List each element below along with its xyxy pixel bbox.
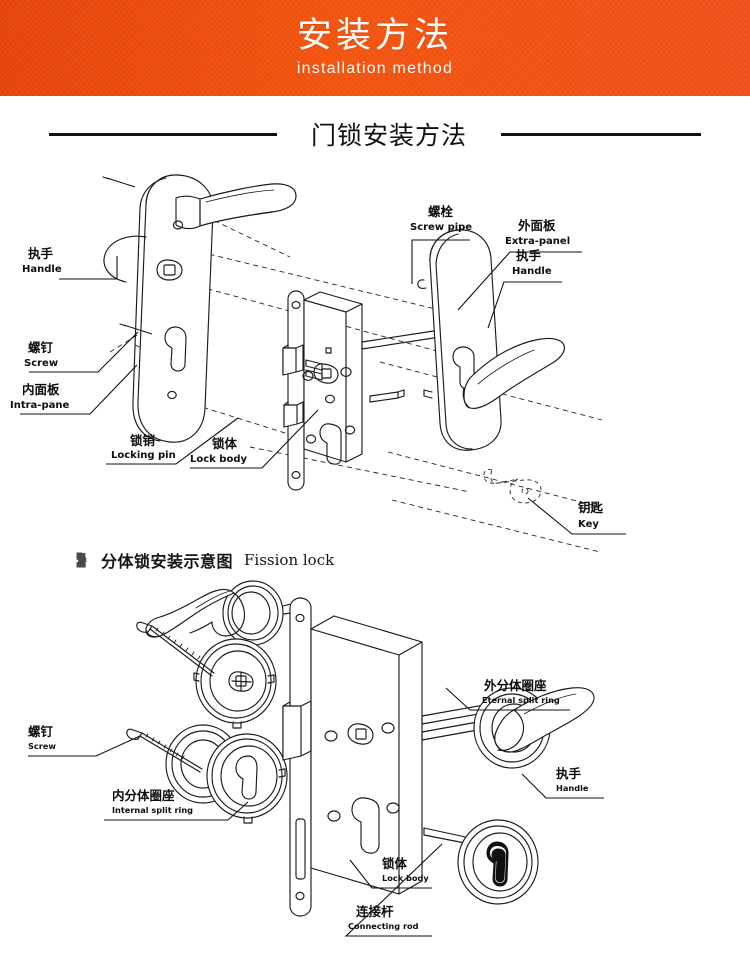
- label-screw-inner-cn: 螺钉: [28, 340, 54, 355]
- connecting-spindle-bars: [361, 329, 441, 403]
- lock-body-shape: [282, 290, 363, 491]
- screw-lower: [126, 728, 203, 773]
- label-internal-split-ring-cn: 内分体圈座: [112, 788, 175, 803]
- internal-split-ring-lower: [165, 724, 288, 824]
- label-handle-outer: 执手 Handle: [487, 248, 562, 329]
- label-lock-body-top-cn: 锁体: [212, 436, 238, 451]
- label-screw-pipe-en: Screw pipe: [410, 222, 472, 233]
- label-locking-pin-en: Locking pin: [111, 450, 176, 461]
- label-screw-bottom-cn: 螺钉: [28, 724, 54, 739]
- label-external-split-ring: 外分体圈座 Eternal split ring: [445, 678, 570, 711]
- label-handle-inner-en: Handle: [22, 264, 62, 275]
- label-handle-inner-cn: 执手: [28, 246, 54, 261]
- key-dashed-outline: [483, 469, 542, 504]
- label-extra-panel-cn: 外面板: [517, 218, 556, 233]
- fission-lock-assembly-diagram: 螺钉 Screw 内分体圈座 Internal split ring 外分体圈座…: [0, 576, 750, 966]
- label-intra-panel-en: Intra-pane: [10, 400, 69, 411]
- label-handle-bottom-en: Handle: [556, 783, 589, 793]
- screw-bottom: [102, 176, 136, 188]
- external-split-ring-and-handle: [473, 687, 595, 769]
- label-lock-body-bottom-en: Lock body: [382, 873, 429, 883]
- fission-lock-subheader-en: Fission lock: [244, 551, 335, 569]
- page-banner: 安装方法 installation method: [0, 0, 750, 96]
- label-locking-pin: 锁销 Locking pin: [106, 417, 239, 465]
- external-cylinder-rose: [457, 819, 539, 905]
- label-key: 钥匙 Key: [527, 497, 626, 535]
- label-connecting-rod: 连接杆 Connecting rod: [344, 843, 443, 937]
- label-key-cn: 钥匙: [578, 500, 604, 515]
- inner-handle-with-rose: [145, 580, 299, 646]
- label-connecting-rod-en: Connecting rod: [348, 921, 419, 931]
- door-lock-exploded-assembly-diagram: 执手 Handle 螺钉 Screw 内面板 Intra-pane 锁销 Loc…: [0, 152, 750, 552]
- label-handle-outer-cn: 执手: [516, 248, 542, 263]
- screw-top: [119, 323, 153, 335]
- label-external-split-ring-en: Eternal split ring: [482, 695, 560, 705]
- label-extra-panel: 外面板 Extra-panel: [457, 218, 582, 311]
- intra-panel-shape: [103, 174, 214, 443]
- screw-upper: [136, 621, 215, 677]
- inner-handle-lever: [175, 183, 297, 230]
- label-handle-bottom-cn: 执手: [556, 766, 582, 781]
- label-screw-pipe-cn: 螺栓: [428, 204, 454, 219]
- label-handle-bottom: 执手 Handle: [521, 766, 604, 799]
- label-screw-inner: 螺钉 Screw: [24, 331, 139, 373]
- puzzle-piece-icon: [76, 552, 88, 568]
- title-rule-right: [501, 132, 701, 136]
- label-intra-panel: 内面板 Intra-pane: [10, 364, 138, 415]
- label-lock-body-bottom-cn: 锁体: [382, 856, 408, 871]
- label-external-split-ring-cn: 外分体圈座: [483, 678, 547, 693]
- label-internal-split-ring-en: Internal split ring: [112, 805, 193, 815]
- label-key-en: Key: [578, 519, 599, 530]
- label-handle-inner: 执手 Handle: [22, 246, 118, 280]
- label-intra-panel-cn: 内面板: [22, 382, 60, 397]
- banner-title-cn: 安装方法: [296, 16, 453, 56]
- title-rule-left: [48, 132, 277, 136]
- internal-split-ring-upper: [193, 638, 277, 729]
- label-screw-bottom-en: Screw: [28, 741, 56, 751]
- banner-title-en: installation method: [296, 59, 454, 77]
- label-extra-panel-en: Extra-panel: [505, 236, 570, 247]
- label-internal-split-ring: 内分体圈座 Internal split ring: [104, 788, 249, 821]
- label-lock-body-top: 锁体 Lock body: [190, 409, 319, 469]
- label-handle-outer-en: Handle: [512, 266, 552, 277]
- label-screw-bottom: 螺钉 Screw: [28, 724, 141, 757]
- section-title-text: 门锁安装方法: [310, 121, 467, 150]
- fission-lock-subheader: 分体锁安装示意图 Fission lock: [74, 548, 334, 572]
- label-lock-body-bottom: 锁体 Lock body: [349, 856, 432, 889]
- label-screw-pipe: 螺栓 Screw pipe: [410, 204, 472, 284]
- fission-lock-subheader-cn: 分体锁安装示意图: [101, 552, 234, 571]
- label-connecting-rod-cn: 连接杆: [356, 904, 394, 919]
- outer-handle-lever: [462, 337, 565, 410]
- label-lock-body-top-en: Lock body: [190, 454, 247, 465]
- section-title-row: 门锁安装方法: [0, 112, 750, 156]
- label-locking-pin-cn: 锁销: [130, 433, 156, 448]
- extra-panel-shape: [417, 229, 502, 451]
- label-screw-inner-en: Screw: [24, 358, 58, 369]
